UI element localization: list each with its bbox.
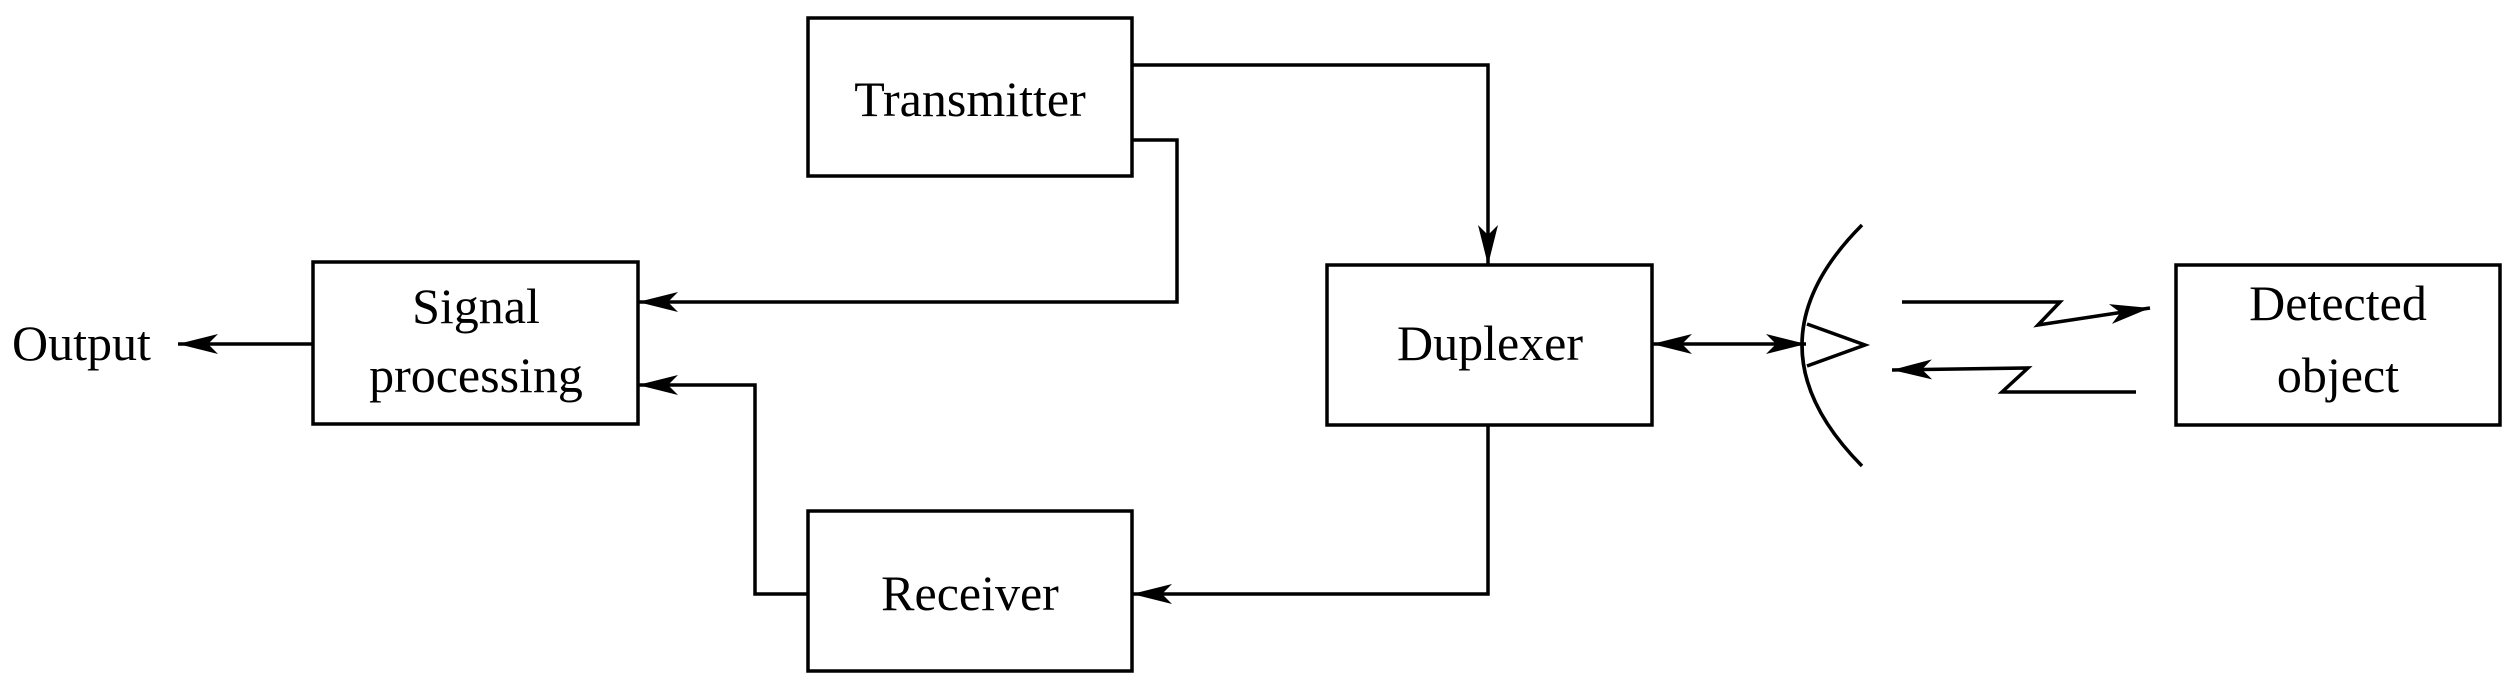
transmitter-to-duplexer-arrow [1132,63,1498,265]
transmitter-block: Transmitter [806,16,1134,178]
transmitter-label: Transmitter [854,71,1086,127]
signal-processing-block: Signal processing [311,260,640,426]
receiver-block: Receiver [806,509,1134,673]
output-label: Output [12,315,151,371]
detected-object-block: Detected object [2174,263,2502,427]
transmitter-to-signal-processing-arrow [638,138,1179,312]
duplexer-block: Duplexer [1325,263,1654,427]
signal-processing-label-line1: Signal [412,278,540,334]
receiver-to-signal-processing-arrow [638,375,808,596]
detected-object-label-line2: object [2277,347,2399,403]
duplexer-label: Duplexer [1397,315,1583,371]
transmitted-signal-arrow [1902,300,2151,328]
duplexer-to-receiver-arrow [1132,425,1490,604]
detected-object-label-line1: Detected [2249,275,2427,331]
antenna-icon [1800,223,1871,468]
reflected-signal-arrow [1891,359,2136,394]
signal-processing-label-line2: processing [369,347,583,403]
receiver-label: Receiver [881,565,1059,621]
